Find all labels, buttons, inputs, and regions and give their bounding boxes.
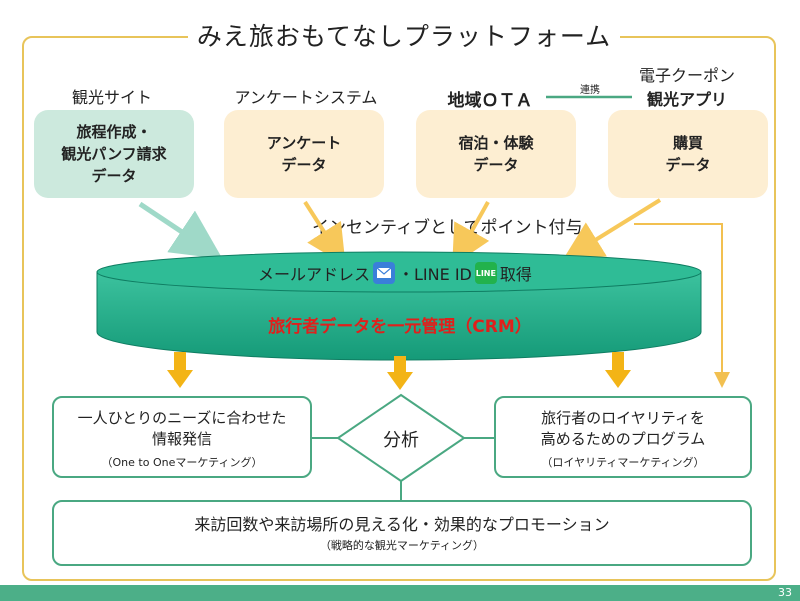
source-label-local-ota: 地域ＯＴＡ: [447, 91, 533, 111]
analysis-label: 分析: [383, 430, 419, 451]
source-box-survey-data: アンケート データ: [224, 110, 384, 198]
output-one-to-one-main: 一人ひとりのニーズに合わせた 情報発信: [77, 409, 287, 448]
link-label: 連携: [580, 85, 600, 96]
crm-acquire-mail-label: メールアドレス: [258, 265, 371, 284]
source-box-itinerary-data: 旅程作成・ 観光パンフ請求 データ: [34, 110, 194, 198]
output-loyalty-main: 旅行者のロイヤリティを 高めるためのプログラム: [540, 409, 706, 448]
arrow-crm-to-right: [605, 352, 631, 388]
output-strategic-sub: （戦略的な観光マーケティング）: [319, 539, 485, 552]
crm-cylinder-body: [96, 271, 702, 361]
arrow-incentive-loop: [634, 223, 730, 388]
crm-acquire-text: メールアドレス ・LINE ID LINE 取得: [258, 261, 532, 285]
source-box-stay-experience-data: 宿泊・体験 データ: [416, 110, 576, 198]
analysis-diamond: [336, 393, 466, 483]
output-one-to-one-sub: （One to Oneマーケティング）: [101, 456, 263, 469]
incentive-text: インセンティブとしてポイント付与: [312, 218, 583, 238]
crm-acquire-suffix: 取得: [499, 265, 532, 284]
arrow-purchase-to-crm: [562, 198, 662, 261]
source-label-coupon: 電子クーポン: [638, 66, 735, 85]
output-strategic-main: 来訪回数や来訪場所の見える化・効果的なプロモーション: [194, 515, 610, 534]
output-loyalty-sub: （ロイヤリティマーケティング）: [541, 456, 705, 469]
title-background: [188, 18, 620, 56]
source-label-survey-system: アンケートシステム: [234, 88, 378, 107]
output-box-strategic: 来訪回数や来訪場所の見える化・効果的なプロモーション （戦略的な観光マーケティン…: [52, 500, 752, 566]
arrow-survey-to-crm: [303, 200, 346, 266]
mail-icon: [373, 262, 396, 284]
arrow-itinerary-to-crm: [138, 201, 223, 260]
crm-acquire-line-label: ・LINE ID: [398, 265, 472, 284]
line-icon-text: LINE: [475, 268, 496, 278]
page-number: 33: [778, 586, 792, 599]
diagram-title: みえ旅おもてなしプラットフォーム: [196, 22, 612, 51]
output-box-loyalty: 旅行者のロイヤリティを 高めるためのプログラム （ロイヤリティマーケティング）: [494, 396, 752, 478]
arrow-crm-to-left: [167, 352, 193, 388]
source-label-app: 観光アプリ: [646, 90, 727, 109]
arrow-crm-to-analysis: [387, 356, 413, 390]
source-label-kanko-site: 観光サイト: [71, 88, 152, 107]
output-box-one-to-one: 一人ひとりのニーズに合わせた 情報発信 （One to Oneマーケティング）: [52, 396, 312, 478]
footer-bar: [0, 585, 800, 601]
arrow-stay-to-crm: [452, 201, 490, 266]
crm-main-label: 旅行者データを一元管理（CRM）: [268, 317, 532, 337]
line-icon: LINE: [474, 262, 497, 284]
crm-cylinder-top: [96, 251, 702, 293]
source-box-purchase-data: 購買 データ: [608, 110, 768, 198]
